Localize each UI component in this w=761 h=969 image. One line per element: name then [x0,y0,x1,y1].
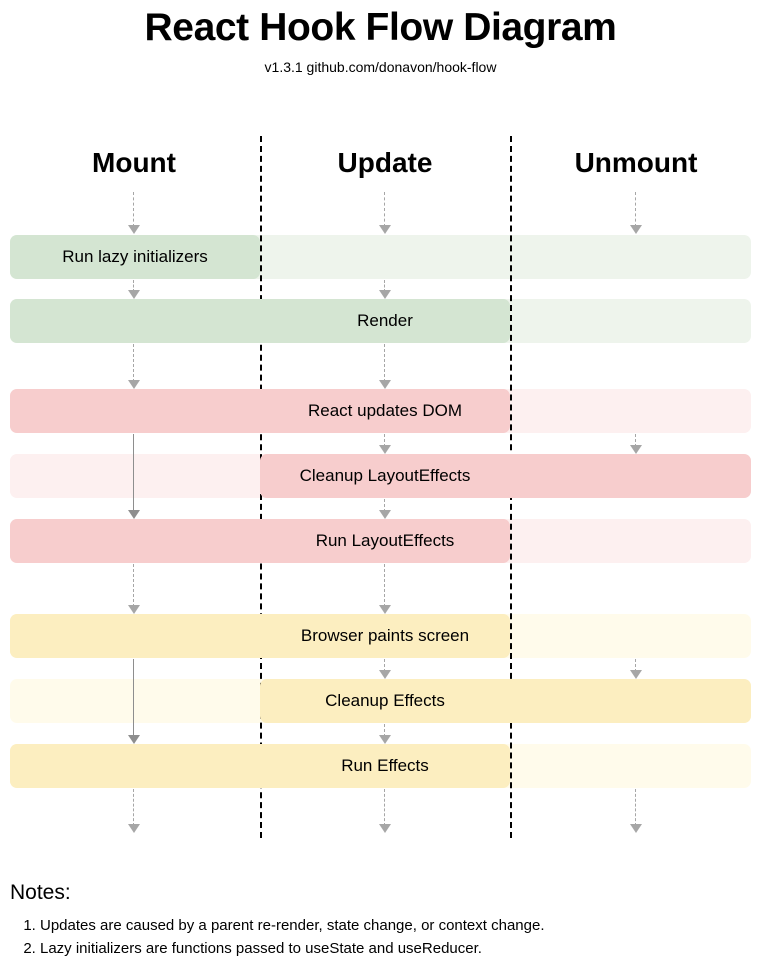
arrow-shaft [133,434,134,512]
flow-arrow-update-12 [379,564,391,614]
arrow-shaft [384,724,385,737]
notes-title: Notes: [10,881,71,904]
arrow-head-icon [630,670,642,679]
flow-arrow-mount-5 [128,344,140,389]
arrow-shaft [384,192,385,227]
arrow-head-icon [379,290,391,299]
arrow-shaft [133,280,134,292]
arrow-head-icon [630,824,642,833]
arrow-head-icon [379,225,391,234]
flow-arrow-update-4 [379,280,391,299]
arrow-shaft [635,434,636,447]
arrow-head-icon [128,824,140,833]
arrow-head-icon [379,670,391,679]
arrow-shaft [384,434,385,447]
arrow-shaft [133,344,134,382]
lifecycle-row-browser-paints-screen: Browser paints screen [10,614,751,658]
arrow-shaft [133,789,134,826]
arrow-head-icon [379,510,391,519]
column-heading-update: Update [337,147,433,178]
row-active-segment [10,299,510,343]
arrow-head-icon [379,380,391,389]
arrow-shaft [635,789,636,826]
arrow-shaft [635,659,636,672]
arrow-head-icon [379,824,391,833]
lifecycle-row-run-effects: Run Effects [10,744,751,788]
flow-arrow-mount-11 [128,564,140,614]
arrow-head-icon [630,445,642,454]
notes-list: Updates are caused by a parent re-render… [10,914,751,960]
flow-arrow-update-8 [379,434,391,454]
flow-arrow-unmount-15 [630,659,642,679]
flow-arrow-unmount-9 [630,434,642,454]
page-title: React Hook Flow Diagram [144,6,617,49]
column-heading-mount: Mount [92,147,176,178]
arrow-head-icon [128,290,140,299]
arrow-shaft [133,659,134,737]
notes-section: Notes: Updates are caused by a parent re… [10,880,751,960]
arrow-shaft [384,564,385,607]
arrow-shaft [635,192,636,227]
lifecycle-row-render: Render [10,299,751,343]
arrow-shaft [133,564,134,607]
flow-arrow-mount-3 [128,280,140,299]
lifecycle-row-cleanup-layout-effects: Cleanup LayoutEffects [10,454,751,498]
note-item-2: Lazy initializers are functions passed t… [40,937,751,960]
page-subtitle: v1.3.1 github.com/donavon/hook-flow [264,59,497,75]
flow-arrow-mount-13 [128,659,140,744]
lifecycle-row-run-lazy-initializers: Run lazy initializers [10,235,751,279]
lifecycle-row-cleanup-effects: Cleanup Effects [10,679,751,723]
arrow-shaft [384,789,385,826]
arrow-head-icon [128,380,140,389]
row-active-segment [10,614,510,658]
flow-arrow-mount-7 [128,434,140,519]
row-active-segment [10,519,510,563]
flow-arrow-update-16 [379,724,391,744]
column-heading-unmount: Unmount [574,147,698,178]
flow-arrow-mount-17 [128,789,140,833]
arrow-head-icon [128,225,140,234]
row-active-segment [260,454,751,498]
arrow-shaft [133,192,134,227]
arrow-head-icon [128,510,140,519]
arrow-shaft [384,499,385,512]
flow-arrow-update-6 [379,344,391,389]
arrow-head-icon [379,735,391,744]
row-active-segment [10,744,510,788]
arrow-head-icon [379,605,391,614]
row-active-segment [260,679,751,723]
arrow-shaft [384,280,385,292]
flow-arrow-update-10 [379,499,391,519]
flow-arrow-mount-0 [128,192,140,234]
arrow-head-icon [630,225,642,234]
row-active-segment [10,235,260,279]
arrow-head-icon [379,445,391,454]
flow-arrow-update-14 [379,659,391,679]
arrow-shaft [384,344,385,382]
flow-arrow-unmount-2 [630,192,642,234]
arrow-head-icon [128,605,140,614]
flow-arrow-update-18 [379,789,391,833]
lifecycle-row-run-layout-effects: Run LayoutEffects [10,519,751,563]
arrow-head-icon [128,735,140,744]
flow-arrow-unmount-19 [630,789,642,833]
note-item-1: Updates are caused by a parent re-render… [40,914,751,937]
page-header: React Hook Flow Diagram v1.3.1 github.co… [0,0,761,76]
row-active-segment [10,389,510,433]
lifecycle-row-react-updates-dom: React updates DOM [10,389,751,433]
arrow-shaft [384,659,385,672]
flow-arrow-update-1 [379,192,391,234]
